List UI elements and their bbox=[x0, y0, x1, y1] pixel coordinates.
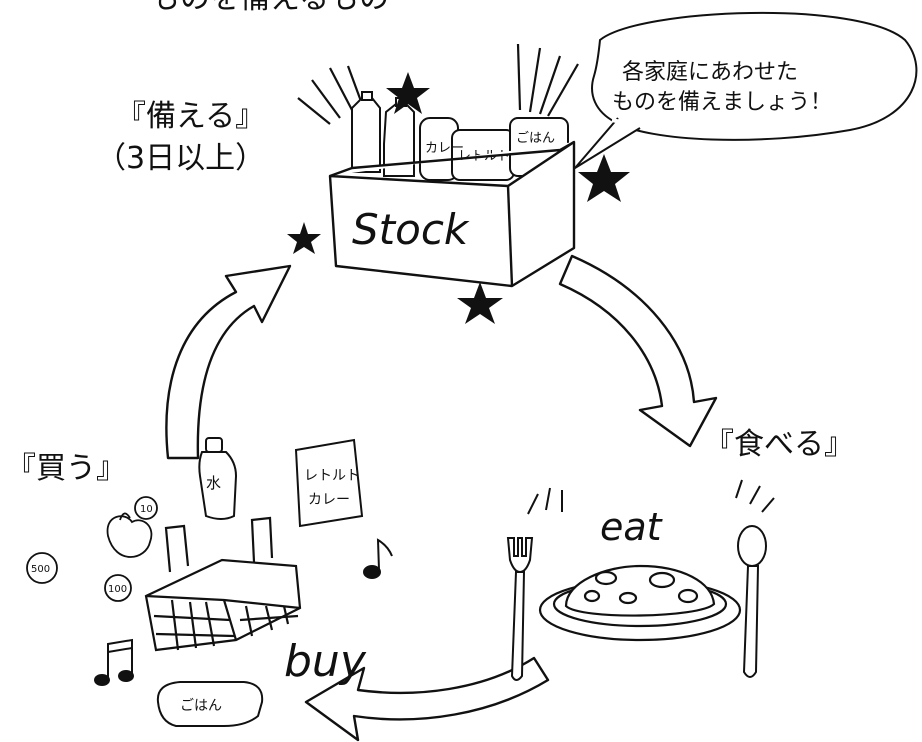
stock-box bbox=[328, 140, 576, 288]
shopping-basket-icon bbox=[144, 516, 302, 652]
buy-word: buy bbox=[284, 636, 367, 687]
coin-icon bbox=[134, 496, 158, 520]
coin-icon bbox=[26, 552, 58, 584]
arrow-eat-to-buy bbox=[304, 656, 550, 742]
stock-box-illustration: カレー レトルト ごはん Stock bbox=[287, 43, 630, 324]
arrow-buy-to-prepare bbox=[165, 264, 292, 460]
fork-icon bbox=[506, 537, 534, 681]
cycle-arrows bbox=[165, 254, 718, 742]
star-icons bbox=[287, 72, 630, 324]
speech-bubble-line2: ものを備えましょう！ bbox=[612, 90, 833, 115]
coin-500-label: 500 bbox=[31, 564, 50, 575]
buy-illustration: 水 レトルト カレー 500 100 10 bbox=[26, 437, 393, 727]
pouch-label-line2: カレー bbox=[308, 492, 350, 508]
coins-and-purse bbox=[26, 496, 158, 602]
music-note-icon bbox=[363, 538, 393, 579]
water-bottle-icon bbox=[198, 437, 238, 520]
curry-plate bbox=[538, 564, 742, 642]
burst-lines-right bbox=[516, 43, 579, 117]
step-label-prepare: 『備える』 bbox=[116, 99, 266, 134]
arrow-prepare-to-eat bbox=[558, 254, 718, 448]
item-curry-label: カレー bbox=[425, 141, 464, 156]
step-label-buy: 『買う』 bbox=[6, 451, 126, 486]
coin-icon bbox=[104, 574, 132, 602]
music-note-icon bbox=[94, 638, 134, 686]
step-label-eat: 『食べる』 bbox=[704, 427, 854, 462]
rice-pack-icon bbox=[156, 681, 264, 727]
star-icon bbox=[287, 222, 321, 254]
speech-bubble bbox=[574, 11, 918, 169]
spoon-icon bbox=[737, 525, 767, 678]
star-icon bbox=[386, 72, 430, 114]
speech-bubble-line1: 各家庭にあわせた bbox=[622, 60, 799, 85]
water-label: 水 bbox=[206, 474, 221, 492]
music-note-icons bbox=[94, 538, 393, 686]
step-sublabel-prepare: （3日以上） bbox=[96, 141, 266, 176]
coin-100-label: 100 bbox=[108, 584, 127, 595]
star-icon bbox=[578, 154, 630, 202]
top-heading-partial: ものを備えるもの bbox=[150, 0, 389, 16]
stock-box-word: Stock bbox=[352, 205, 470, 254]
retort-pouch-icon bbox=[294, 438, 364, 528]
item-rice-label: ごはん bbox=[516, 130, 555, 146]
eat-word: eat bbox=[600, 505, 664, 549]
eat-illustration: eat bbox=[506, 479, 775, 681]
coin-10-label: 10 bbox=[140, 504, 153, 515]
pouch-label-line1: レトルト bbox=[304, 468, 360, 484]
burst-lines-left bbox=[297, 65, 364, 125]
purse-icon bbox=[106, 515, 153, 558]
star-icon bbox=[457, 282, 503, 324]
rice-pack-label: ごはん bbox=[180, 698, 222, 714]
